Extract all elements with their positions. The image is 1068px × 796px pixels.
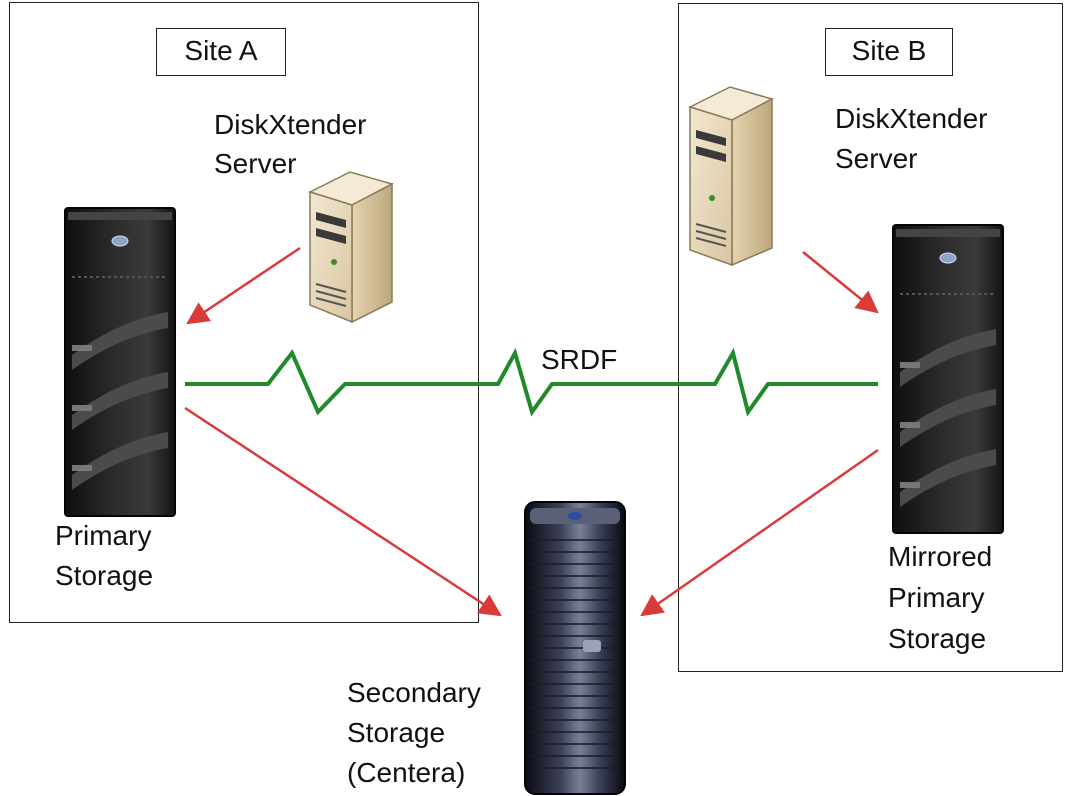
arrow-server-a-to-primary (186, 246, 301, 325)
arrow-mirrored-to-secondary (640, 448, 879, 617)
secondary-storage-label-line2: Storage (347, 717, 446, 748)
server-a-label-line2: Server (214, 148, 297, 179)
mirrored-storage-label-line2: Primary (888, 582, 985, 613)
srdf-label: SRDF (541, 344, 618, 375)
server-a-label-line1: DiskXtender (214, 109, 367, 140)
site-a-label: Site A (156, 28, 286, 76)
mirrored-storage-label-line1: Mirrored (888, 541, 993, 572)
srdf-link-line (185, 347, 878, 417)
site-b-label: Site B (825, 28, 953, 76)
arrow-server-b-to-mirrored (802, 251, 879, 314)
secondary-storage-label-line1: Secondary (347, 677, 481, 708)
server-b-label-line1: DiskXtender (835, 103, 988, 134)
secondary-storage-label-line3: (Centera) (347, 757, 466, 788)
mirrored-storage-icon (892, 224, 1004, 534)
primary-storage-icon (64, 207, 176, 517)
server-site-b-icon (687, 86, 775, 267)
arrow-primary-to-secondary (184, 406, 502, 617)
primary-storage-label-line1: Primary (55, 520, 152, 551)
server-site-a-icon (307, 171, 395, 324)
mirrored-storage-label-line3: Storage (888, 623, 987, 654)
centera-storage-icon (524, 501, 626, 795)
primary-storage-label-line2: Storage (55, 560, 154, 591)
server-b-label-line2: Server (835, 143, 918, 174)
